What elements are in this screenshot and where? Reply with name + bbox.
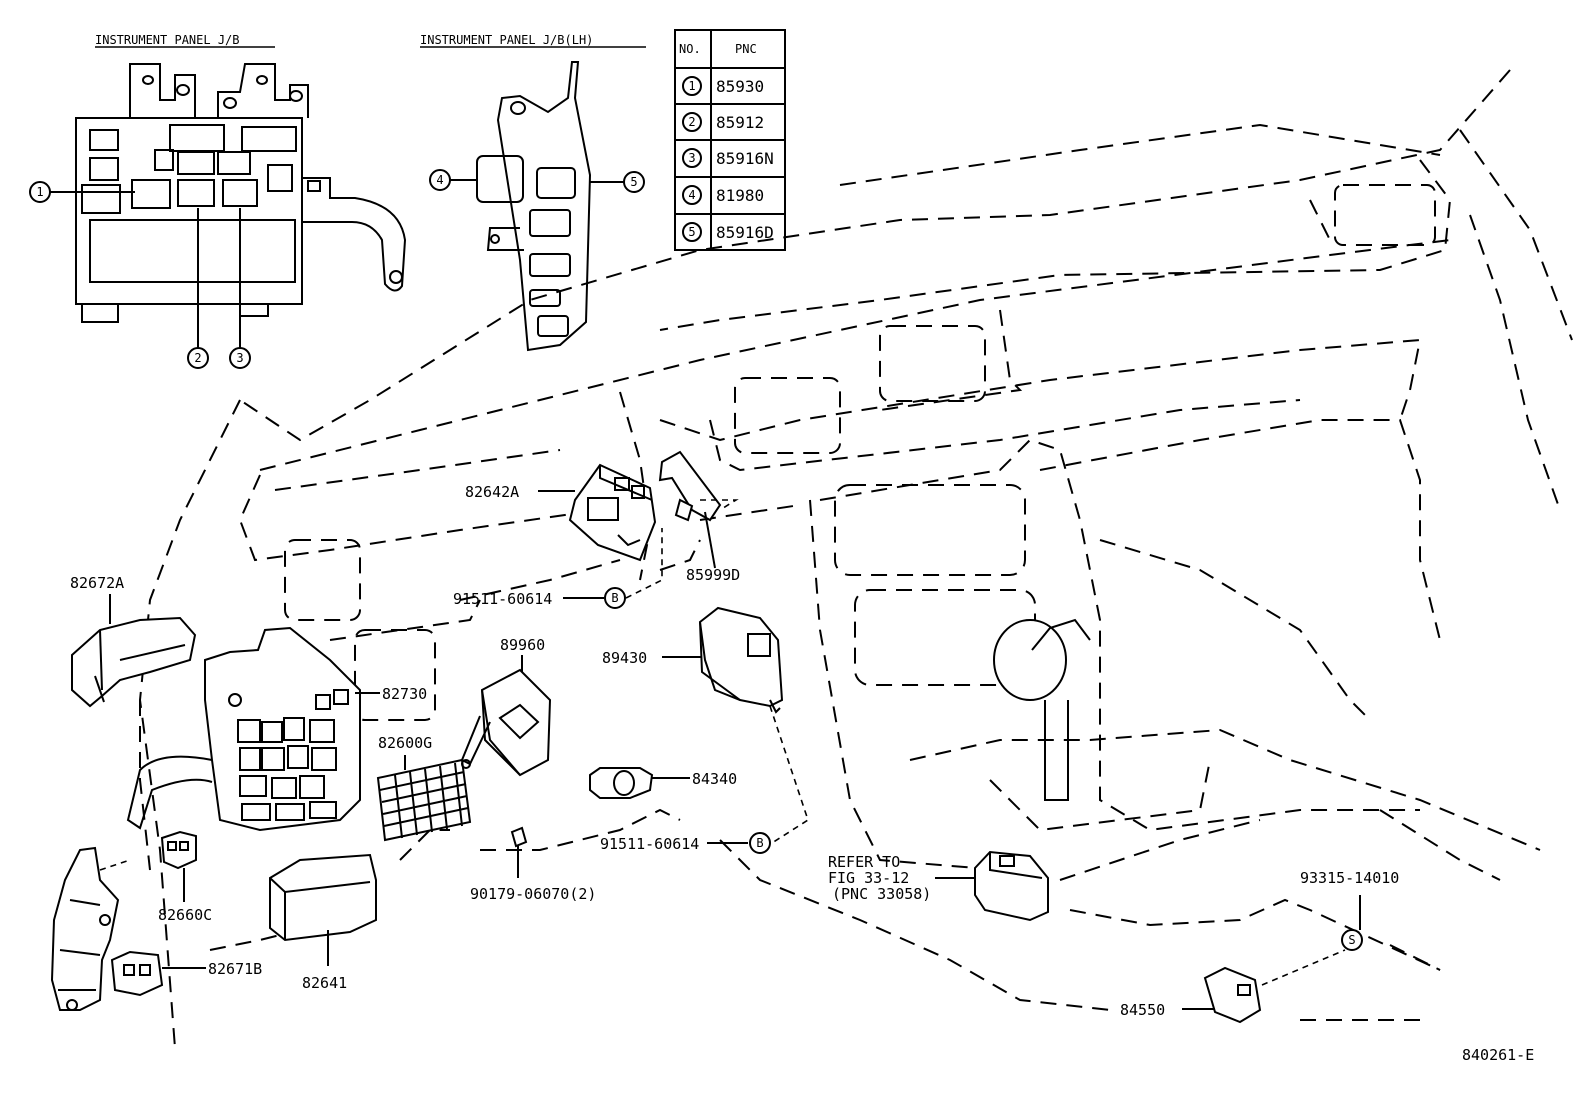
table-row-pnc: 85916N (716, 149, 774, 168)
label-82730: 82730 (382, 685, 427, 703)
part-90179 (510, 826, 528, 878)
part-82671b (110, 950, 206, 997)
label-84550: 84550 (1120, 1001, 1165, 1019)
table-header-pnc: PNC (735, 42, 757, 56)
label-93315: 93315-14010 (1300, 869, 1399, 887)
table-row-no: 4 (688, 188, 695, 202)
table-header-no: NO. (679, 42, 701, 56)
part-85999d (658, 450, 722, 569)
callout-2-marker (187, 347, 209, 369)
table-row-pnc: 85930 (716, 77, 764, 96)
marker-b-top (604, 587, 626, 609)
label-82660c: 82660C (158, 906, 212, 924)
label-82642a: 82642A (465, 483, 519, 501)
callout-5-marker (623, 171, 645, 193)
table-row-no: 2 (688, 115, 695, 129)
label-refer-line1: REFER TO (828, 853, 900, 871)
junction-block-lh-inset: 4 5 (429, 61, 645, 352)
callout-1: 1 (36, 185, 43, 199)
label-89430: 89430 (602, 649, 647, 667)
part-89430 (662, 606, 784, 714)
shift-lever (993, 618, 1091, 801)
table-row-no: 3 (688, 151, 695, 165)
label-84340: 84340 (692, 770, 737, 788)
dashboard-outline (138, 69, 1573, 1049)
label-refer-line2: FIG 33-12 (828, 869, 909, 887)
callout-4: 4 (436, 173, 443, 187)
marker-s (1341, 929, 1363, 951)
label-82672a: 82672A (70, 574, 124, 592)
header-instrument-panel-jb-lh: INSTRUMENT PANEL J/B(LH) (420, 33, 593, 47)
part-left-bracket (50, 846, 120, 1011)
label-85999d: 85999D (686, 566, 740, 584)
marker-b-bottom (749, 832, 771, 854)
label-82671b: 82671B (208, 960, 262, 978)
part-82730 (126, 626, 380, 832)
table-row-pnc: 85916D (716, 223, 774, 242)
marker-b-bottom-label: B (756, 836, 763, 850)
header-instrument-panel-jb: INSTRUMENT PANEL J/B (95, 33, 240, 47)
label-91511-bottom: 91511-60614 (600, 835, 699, 853)
callout-5: 5 (630, 175, 637, 189)
part-33058-unit (935, 850, 1049, 922)
part-82642a (538, 463, 657, 562)
label-89960: 89960 (500, 636, 545, 654)
table-row-no: 1 (688, 79, 695, 93)
part-82600g (376, 755, 472, 842)
part-82641 (269, 853, 377, 966)
label-90179: 90179-06070(2) (470, 885, 596, 903)
callout-4-marker (429, 169, 451, 191)
label-82641: 82641 (302, 974, 347, 992)
figure-id: 840261-E (1462, 1046, 1534, 1064)
callout-2: 2 (194, 351, 201, 365)
label-refer-line3: (PNC 33058) (832, 885, 931, 903)
label-82600g: 82600G (378, 734, 432, 752)
callout-3: 3 (236, 351, 243, 365)
label-91511-top: 91511-60614 (453, 590, 552, 608)
part-82672a (71, 594, 197, 708)
part-84340 (589, 767, 690, 799)
leader-lines (99, 499, 1361, 986)
part-82660c (160, 830, 197, 902)
table-row-pnc: 85912 (716, 113, 764, 132)
callout-1-marker (29, 181, 51, 203)
pnc-table: NO. PNC 1 85930 2 85912 3 85916N 4 81980… (674, 29, 786, 251)
marker-s-label: S (1348, 933, 1355, 947)
table-row-no: 5 (688, 225, 695, 239)
part-84550 (1182, 966, 1262, 1024)
marker-b-top-label: B (611, 591, 618, 605)
junction-block-inset: 1 2 3 (29, 63, 407, 369)
callout-3-marker (229, 347, 251, 369)
table-row-pnc: 81980 (716, 186, 764, 205)
part-89960 (460, 655, 552, 777)
